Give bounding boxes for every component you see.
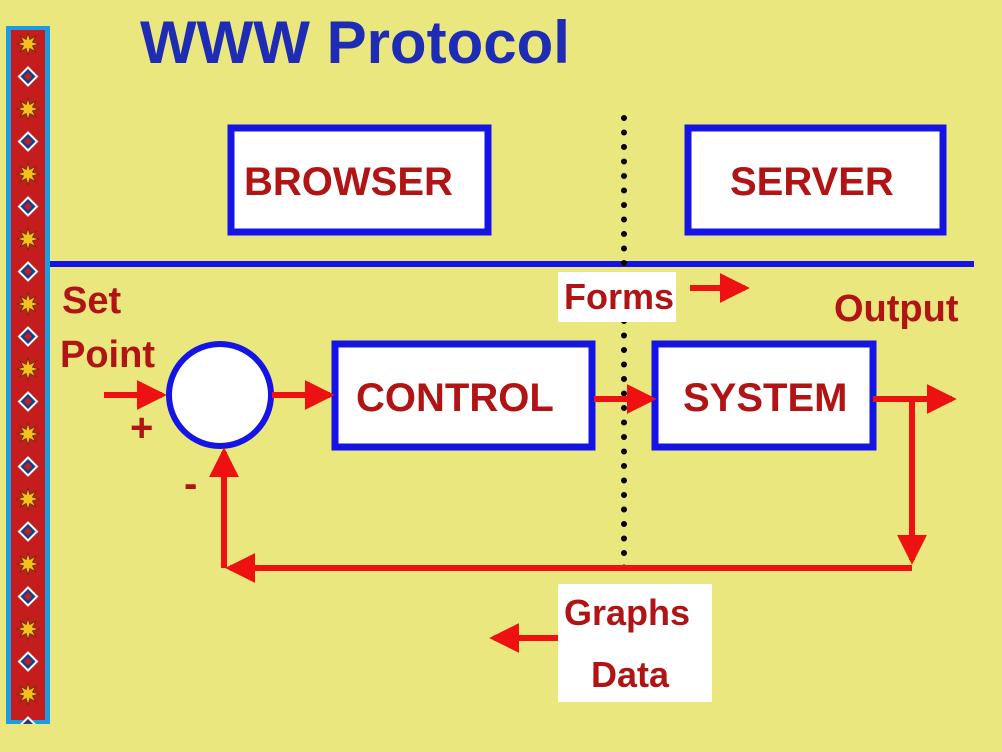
set-point-label-line2: Point xyxy=(60,334,155,376)
diamond-center-icon xyxy=(24,202,32,211)
browser-label: BROWSER xyxy=(244,160,453,204)
diamond-center-icon xyxy=(24,592,32,601)
diamond-center-icon xyxy=(24,462,32,471)
minus-sign: - xyxy=(184,462,198,506)
star-icon xyxy=(15,161,41,187)
star-icon xyxy=(15,356,41,382)
star-icon xyxy=(15,616,41,642)
decorative-border-strip xyxy=(6,26,50,724)
star-icon xyxy=(15,681,41,707)
diamond-center-icon xyxy=(24,527,32,536)
data-label: Data xyxy=(591,654,670,695)
system-box xyxy=(651,340,877,451)
diamond-center-icon xyxy=(24,267,32,276)
diamond-center-icon xyxy=(24,137,32,146)
diamond-center-icon xyxy=(24,397,32,406)
output-label: Output xyxy=(834,288,959,330)
graphs-label: Graphs xyxy=(564,592,691,633)
star-icon xyxy=(15,96,41,122)
star-icon xyxy=(15,291,41,317)
server-box xyxy=(684,124,947,236)
graphs-data-box: Graphs Data xyxy=(558,584,712,702)
system-label: SYSTEM xyxy=(683,376,848,420)
forms-label: Forms xyxy=(558,272,677,322)
browser-box xyxy=(227,124,492,236)
diamond-center-icon xyxy=(24,657,32,666)
diamond-center-icon xyxy=(24,72,32,81)
page-title: WWW Protocol xyxy=(140,9,570,76)
star-icon xyxy=(15,421,41,447)
control-label: CONTROL xyxy=(356,376,554,420)
control-box xyxy=(331,340,596,451)
star-icon xyxy=(15,551,41,577)
star-icon xyxy=(15,486,41,512)
summing-junction xyxy=(166,341,274,449)
diamond-icon xyxy=(20,716,36,724)
star-icon xyxy=(15,31,41,57)
server-label: SERVER xyxy=(730,160,894,204)
border-pattern-icons xyxy=(15,31,41,724)
diamond-center-icon xyxy=(24,332,32,341)
set-point-label-line1: Set xyxy=(62,280,122,322)
star-icon xyxy=(15,226,41,252)
plus-sign: + xyxy=(130,406,154,450)
diamond-center-icon xyxy=(26,722,30,724)
